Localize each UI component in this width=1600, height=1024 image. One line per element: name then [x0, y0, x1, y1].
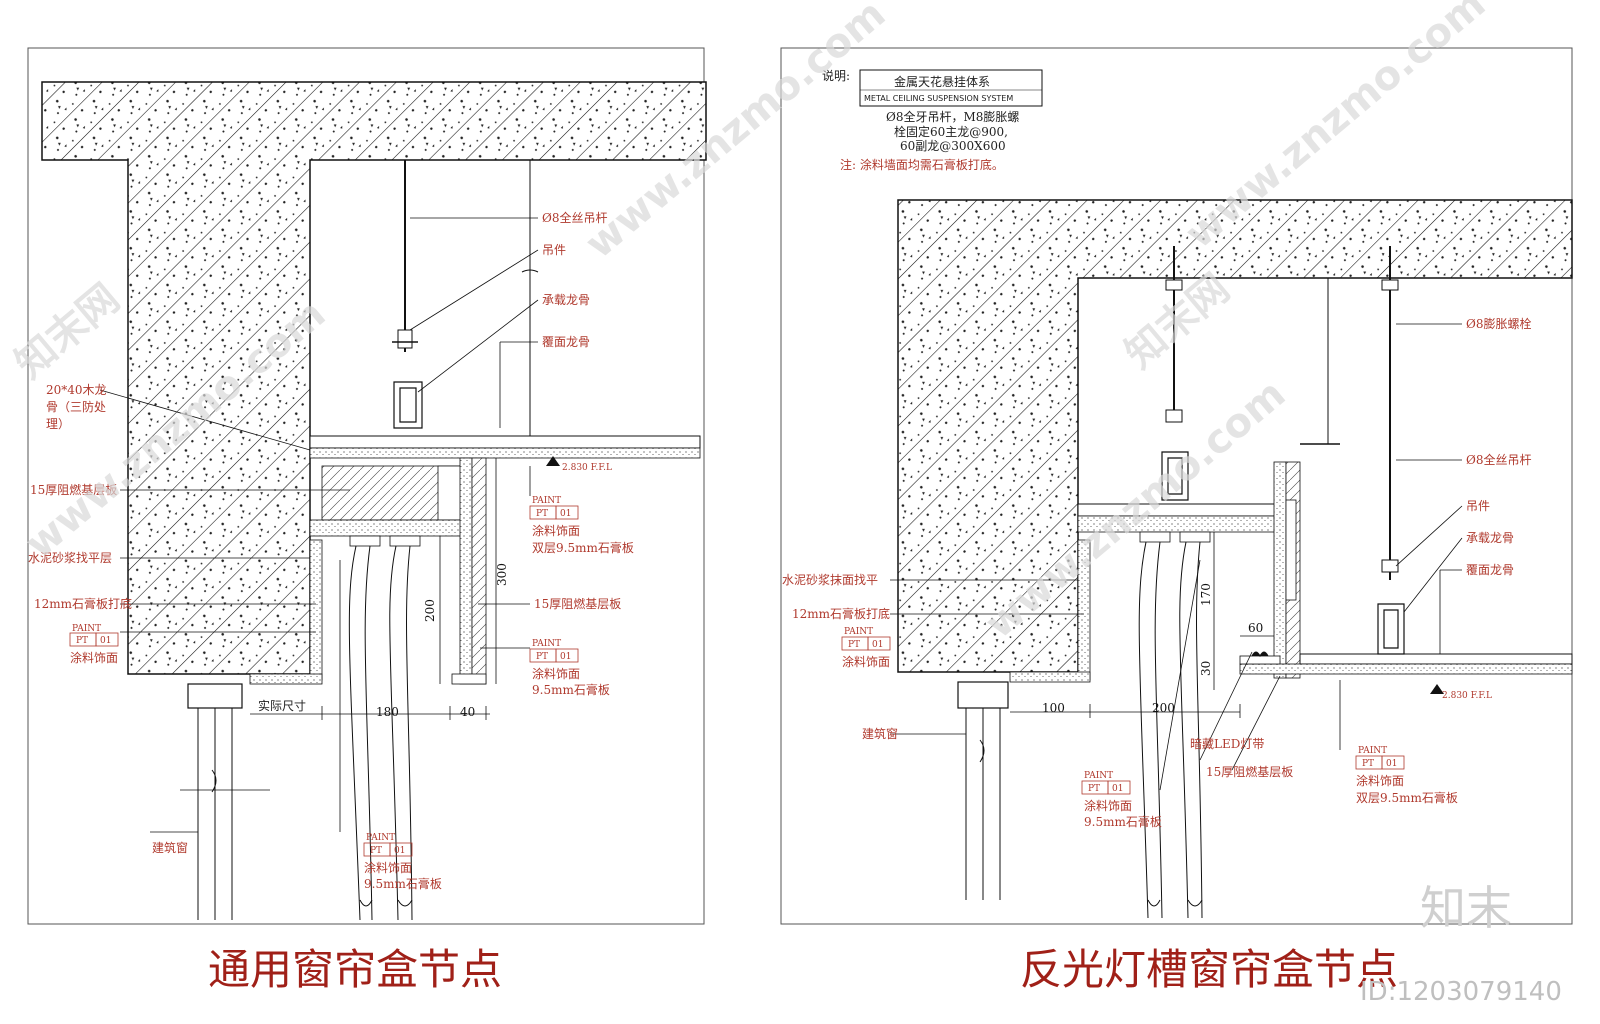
left-window-frame: [187, 683, 243, 709]
corner-id: ID:1203079140: [1360, 977, 1562, 1007]
left-dim-40: 40: [460, 705, 475, 719]
left-label-window: 建筑窗: [152, 840, 188, 855]
left-label-gypsum-95b: 9.5mm石膏板: [364, 876, 442, 891]
right-curtain-1: [1138, 541, 1163, 919]
left-main-keel: [393, 381, 423, 429]
right-label-base-board: 15厚阻燃基层板: [1206, 764, 1293, 779]
right-label-gypsum-12: 12mm石膏板打底: [792, 606, 890, 621]
right-note-box-cn: 金属天花悬挂体系: [894, 74, 990, 89]
left-tag-paint-3: PAINT: [532, 639, 561, 649]
left-tag-pt-4: PT: [370, 846, 382, 856]
right-note-line3: 60副龙@300X600: [900, 139, 1006, 153]
right-label-bolt: Ø8膨胀螺栓: [1466, 316, 1531, 331]
right-tag-pt-3: PT: [1362, 759, 1374, 769]
left-label-cover-keel: 覆面龙骨: [542, 335, 590, 349]
left-label-main-keel: 承载龙骨: [542, 293, 590, 307]
left-ffl: 2.830 F.F.L: [562, 463, 612, 473]
left-tag-paint-1: PAINT: [72, 624, 101, 634]
right-label-gypsum-95: 9.5mm石膏板: [1084, 814, 1162, 829]
left-label-wood-keel-2: 骨（三防处: [46, 399, 106, 414]
left-label-hanger: 吊件: [542, 243, 566, 257]
right-ffl: 2.830 F.F.L: [1442, 691, 1492, 701]
left-label-paint-1: 涂料饰面: [70, 650, 118, 665]
right-label-paint-3: 涂料饰面: [1356, 773, 1404, 788]
left-label-wood-keel-1: 20*40木龙: [46, 383, 107, 397]
left-ceiling-board: [309, 435, 701, 449]
right-detail: [890, 199, 1573, 919]
right-dim-100: 100: [1042, 701, 1065, 715]
right-dim-30: 30: [1199, 661, 1213, 676]
right-box-side: [1273, 461, 1287, 679]
right-label-paint-2: 涂料饰面: [1084, 798, 1132, 813]
left-label-paint-4: 涂料饰面: [364, 860, 412, 875]
left-tag-code-4: 01: [394, 846, 405, 856]
right-label-double-gypsum: 双层9.5mm石膏板: [1356, 790, 1458, 805]
right-label-cement: 水泥砂浆抹面找平: [782, 572, 878, 587]
watermark-brand-1: 知末网: [7, 275, 128, 387]
left-tag-pt-1: PT: [76, 636, 88, 646]
right-dim-60: 60: [1248, 621, 1263, 635]
right-tag-pt-2: PT: [1088, 784, 1100, 794]
left-box-top: [309, 519, 471, 537]
left-tag-paint-2: PAINT: [532, 496, 561, 506]
right-frame: [780, 47, 1573, 925]
left-curtain-1: [348, 545, 373, 921]
right-tag-code-3: 01: [1386, 759, 1397, 769]
left-label-double-gypsum: 双层9.5mm石膏板: [532, 540, 634, 555]
left-curtain-2: [389, 545, 413, 921]
left-label-cement: 水泥砂浆找平层: [28, 550, 112, 565]
left-box-side: [459, 457, 473, 685]
left-label-paint-2: 涂料饰面: [532, 523, 580, 538]
right-tag-paint-3: PAINT: [1358, 746, 1387, 756]
left-label-wood-keel-3: 理）: [46, 417, 70, 431]
right-label-window: 建筑窗: [862, 726, 898, 741]
right-note-line4: 注: 涂料墙面均需石膏板打底。: [840, 157, 1004, 172]
left-label-base-board-b: 15厚阻燃基层板: [534, 596, 621, 611]
right-label-rod: Ø8全丝吊杆: [1466, 452, 1531, 467]
left-concrete: [41, 81, 707, 675]
right-led: [1251, 651, 1269, 658]
left-dim-180: 180: [376, 705, 399, 719]
left-label-actual-size: 实际尺寸: [258, 698, 306, 713]
right-tag-paint-1: PAINT: [844, 627, 873, 637]
right-label-hanger: 吊件: [1466, 499, 1490, 513]
right-title: 反光灯槽窗帘盒节点: [1020, 945, 1398, 994]
left-tag-code-2: 01: [560, 509, 571, 519]
left-label-rod: Ø8全丝吊杆: [542, 210, 607, 225]
left-tag-pt-3: PT: [536, 652, 548, 662]
right-dim-170: 170: [1199, 583, 1213, 606]
right-concrete: [897, 199, 1573, 673]
right-note-box-en: METAL CEILING SUSPENSION SYSTEM: [864, 94, 1013, 103]
left-label-gypsum-95: 9.5mm石膏板: [532, 682, 610, 697]
left-tag-code-1: 01: [100, 636, 111, 646]
right-window-frame: [957, 681, 1009, 709]
left-dim-200: 200: [423, 599, 437, 622]
left-label-base-board: 15厚阻燃基层板: [30, 482, 117, 497]
right-tag-pt-1: PT: [848, 640, 860, 650]
left-dim-300: 300: [495, 563, 509, 586]
right-tag-code-2: 01: [1112, 784, 1123, 794]
right-ceiling-board: [1299, 653, 1573, 665]
left-label-gypsum-12: 12mm石膏板打底: [34, 596, 132, 611]
left-title: 通用窗帘盒节点: [208, 945, 502, 994]
right-note-line1: Ø8全牙吊杆，M8膨胀螺: [886, 109, 1019, 124]
left-detail: [41, 81, 707, 921]
corner-brand: 知末: [1420, 881, 1512, 935]
left-plaster: [309, 539, 323, 681]
left-label-paint-3: 涂料饰面: [532, 666, 580, 681]
right-note-prefix: 说明:: [822, 68, 850, 83]
left-frame: [27, 47, 705, 925]
left-tag-paint-4: PAINT: [366, 833, 395, 843]
left-tag-pt-2: PT: [536, 509, 548, 519]
right-label-cover-keel: 覆面龙骨: [1466, 563, 1514, 577]
right-label-led: 暗藏LED灯带: [1190, 736, 1264, 751]
right-tag-paint-2: PAINT: [1084, 771, 1113, 781]
right-tag-code-1: 01: [872, 640, 883, 650]
right-dim-200: 200: [1152, 701, 1175, 715]
right-label-main-keel: 承载龙骨: [1466, 531, 1514, 545]
left-tag-code-3: 01: [560, 652, 571, 662]
right-note-line2: 栓固定60主龙@900,: [894, 124, 1008, 139]
right-label-paint-1: 涂料饰面: [842, 654, 890, 669]
